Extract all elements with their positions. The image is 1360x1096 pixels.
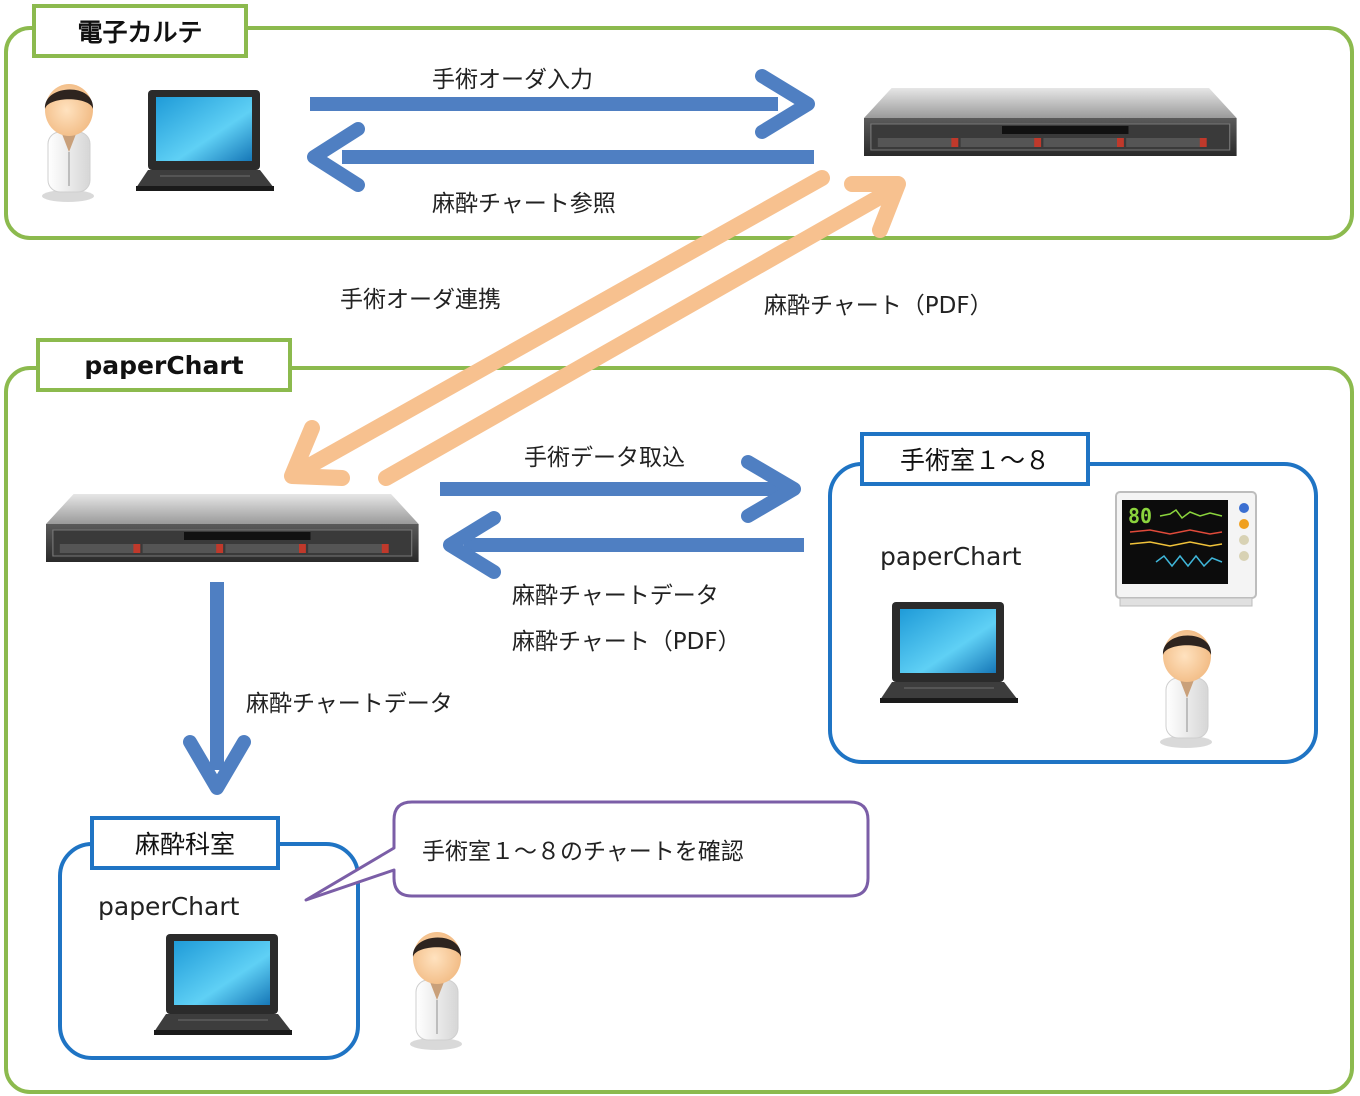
chart-pdf-up-label: 麻酔チャート（PDF） (764, 293, 993, 319)
chart-data-back-label: 麻酔チャートデータ (512, 583, 719, 609)
order-link-arrow (284, 170, 830, 486)
surgery-data-import-label: 手術データ取込 (524, 445, 685, 471)
operating-room-title: 手術室１～８ (860, 432, 1090, 486)
callout-text: 手術室１～８のチャートを確認 (422, 839, 744, 865)
doctor-icon (41, 83, 95, 203)
chart-reference-arrow (307, 122, 814, 192)
order-input-arrow (310, 69, 815, 139)
patient-monitor-icon (1115, 491, 1257, 607)
chart-pdf-up-arrow (378, 176, 906, 486)
anesthesia-app-name: paperChart (98, 892, 240, 921)
or-app-name: paperChart (880, 542, 1022, 571)
order-input-label: 手術オーダ入力 (432, 67, 593, 93)
chart-reference-label: 麻酔チャート参照 (432, 191, 616, 217)
doctor-icon (1159, 629, 1213, 749)
chart-pdf-back-label: 麻酔チャート（PDF） (512, 629, 741, 655)
laptop-icon (153, 933, 293, 1036)
server-icon (863, 87, 1238, 157)
emr-group (4, 26, 1354, 240)
chart-data-down-label: 麻酔チャートデータ (246, 691, 453, 717)
laptop-icon (135, 89, 275, 192)
callout-bubble (304, 800, 870, 902)
monitor-reading: 80 (1128, 504, 1153, 528)
server-icon (45, 493, 420, 563)
order-link-label: 手術オーダ連携 (340, 287, 501, 313)
laptop-icon (879, 601, 1019, 704)
paperchart-group-title: paperChart (36, 338, 292, 392)
emr-group-title: 電子カルテ (32, 4, 248, 58)
paperchart-group (4, 366, 1354, 1094)
surgery-data-import-arrow (440, 455, 801, 523)
chart-data-back-arrow (443, 511, 804, 579)
chart-data-down-arrow (183, 582, 251, 795)
anesthesia-room-title: 麻酔科室 (90, 816, 280, 870)
doctor-icon (409, 931, 463, 1051)
